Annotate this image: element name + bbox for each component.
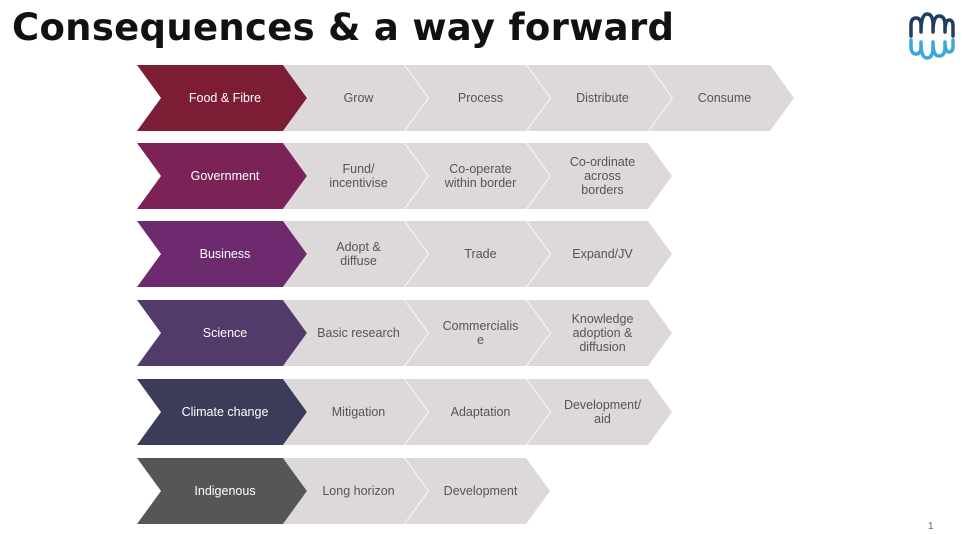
row-label-business: Business <box>137 221 307 287</box>
row-food-fibre: Food & Fibre Grow Process Distribute Con… <box>0 65 962 131</box>
organization-logo <box>909 12 955 60</box>
step-long-horizon: Long horizon <box>283 458 428 524</box>
step-adaptation: Adaptation <box>405 379 550 445</box>
row-indigenous: Indigenous Long horizon Development <box>0 458 962 524</box>
row-business: Business Adopt &diffuse Trade Expand/JV <box>0 221 962 287</box>
step-grow: Grow <box>283 65 428 131</box>
step-development: Development <box>405 458 550 524</box>
row-label-government: Government <box>137 143 307 209</box>
slide-number: 1 <box>928 521 934 532</box>
logo-lower-wave <box>909 38 955 60</box>
row-label-science: Science <box>137 300 307 366</box>
step-process: Process <box>405 65 550 131</box>
step-adopt-diffuse: Adopt &diffuse <box>283 221 428 287</box>
step-fund-incentivise: Fund/incentivise <box>283 143 428 209</box>
row-label-food-fibre: Food & Fibre <box>137 65 307 131</box>
step-development-aid: Development/aid <box>527 379 672 445</box>
step-mitigation: Mitigation <box>283 379 428 445</box>
row-climate-change: Climate change Mitigation Adaptation Dev… <box>0 379 962 445</box>
step-expand-jv: Expand/JV <box>527 221 672 287</box>
step-trade: Trade <box>405 221 550 287</box>
step-distribute: Distribute <box>527 65 672 131</box>
row-label-climate-change: Climate change <box>137 379 307 445</box>
step-basic-research: Basic research <box>283 300 428 366</box>
row-label-indigenous: Indigenous <box>137 458 307 524</box>
slide-title: Consequences & a way forward <box>12 6 675 49</box>
step-consume: Consume <box>649 65 794 131</box>
logo-upper-wave <box>909 12 955 38</box>
